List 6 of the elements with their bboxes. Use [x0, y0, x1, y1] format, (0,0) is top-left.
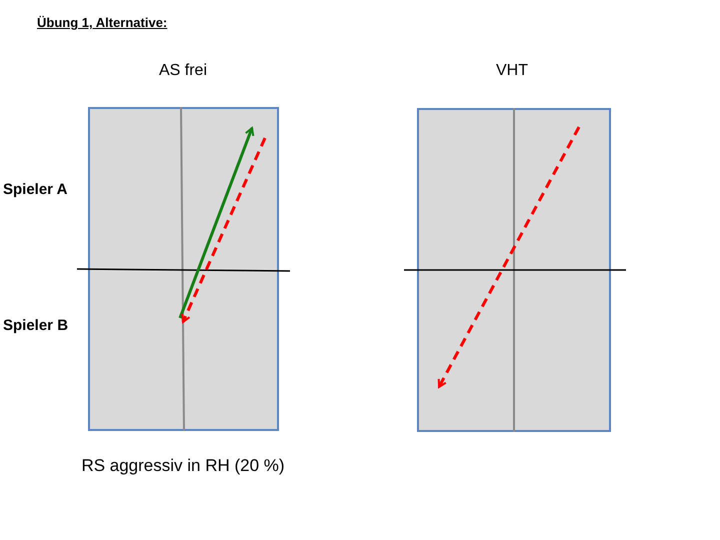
page-title: Übung 1, Alternative:	[37, 15, 168, 30]
player-label: Spieler B	[3, 317, 68, 334]
caption-text: RS aggressiv in RH (20 %)	[80, 455, 286, 477]
table-heading: VHT	[495, 62, 529, 80]
player-label: Spieler A	[3, 181, 68, 198]
table-heading: AS frei	[158, 62, 208, 80]
